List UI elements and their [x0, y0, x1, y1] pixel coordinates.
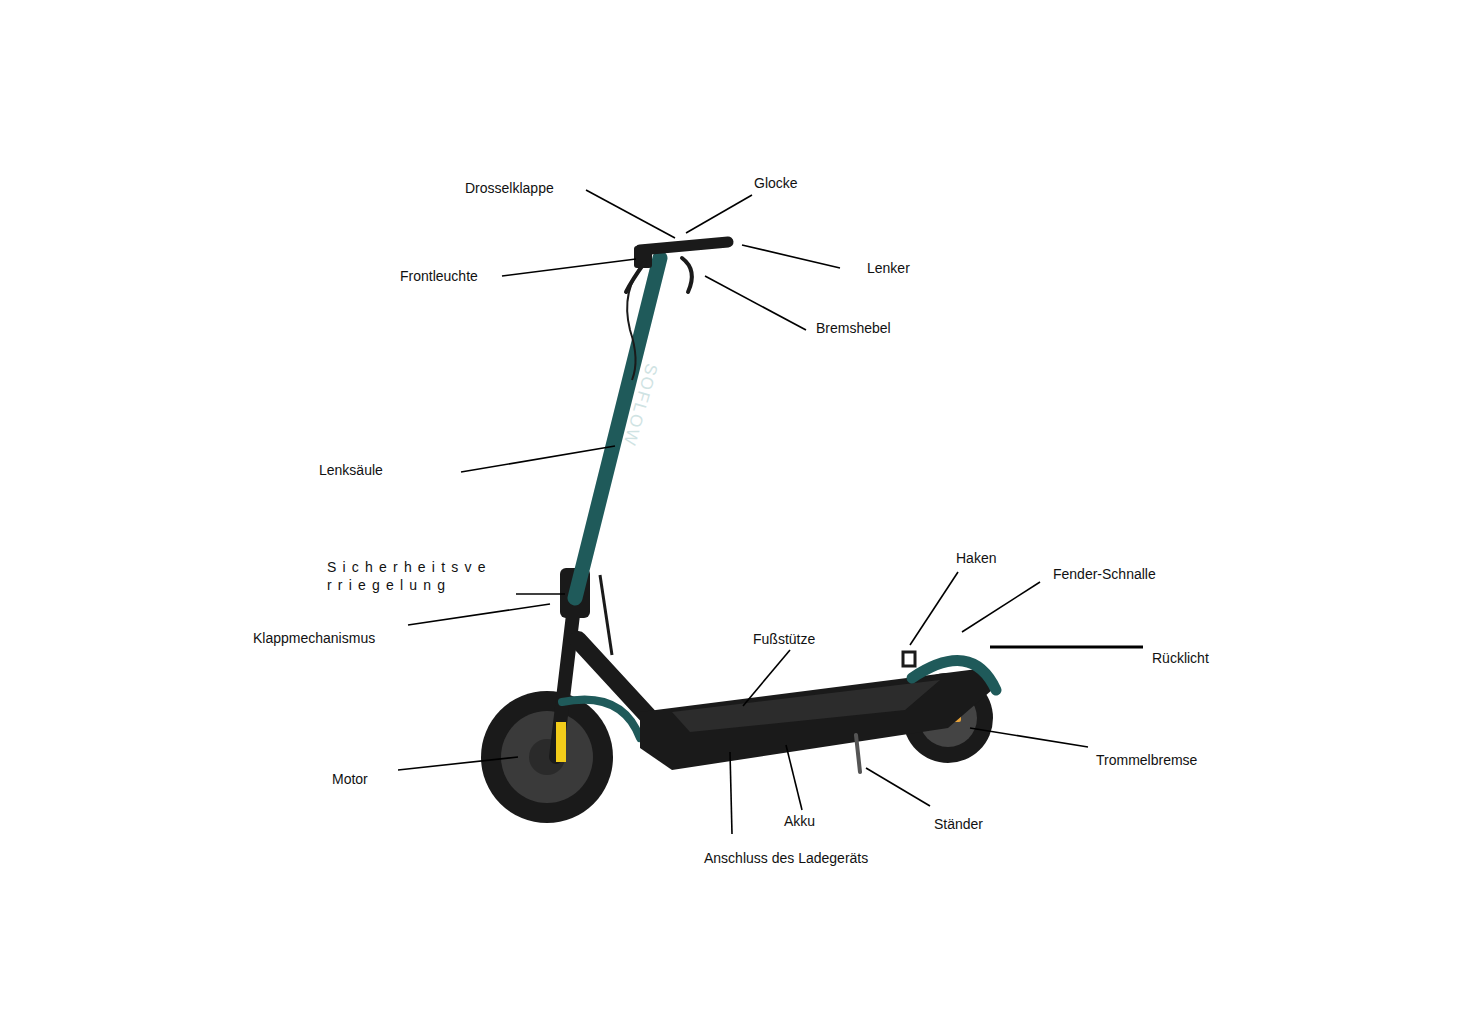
part-label: Frontleuchte — [400, 267, 478, 285]
part-label: Trommelbremse — [1096, 751, 1197, 769]
part-label: Sicherheitsve rriegelung — [327, 558, 562, 594]
part-label: Fußstütze — [753, 630, 815, 648]
part-label: Haken — [956, 549, 996, 567]
part-label: Klappmechanismus — [253, 629, 375, 647]
part-label: Motor — [332, 770, 368, 788]
part-label: Glocke — [754, 174, 798, 192]
part-label: Drosselklappe — [465, 179, 554, 197]
leader-lines — [398, 190, 1143, 834]
part-label: Bremshebel — [816, 319, 891, 337]
part-label: Anschluss des Ladegeräts — [704, 849, 868, 867]
part-label: Lenksäule — [319, 461, 383, 479]
part-label: Akku — [784, 812, 815, 830]
part-label: Rücklicht — [1152, 649, 1209, 667]
part-label: Ständer — [934, 815, 983, 833]
part-label: Fender-Schnalle — [1053, 565, 1156, 583]
part-label: Lenker — [867, 259, 910, 277]
